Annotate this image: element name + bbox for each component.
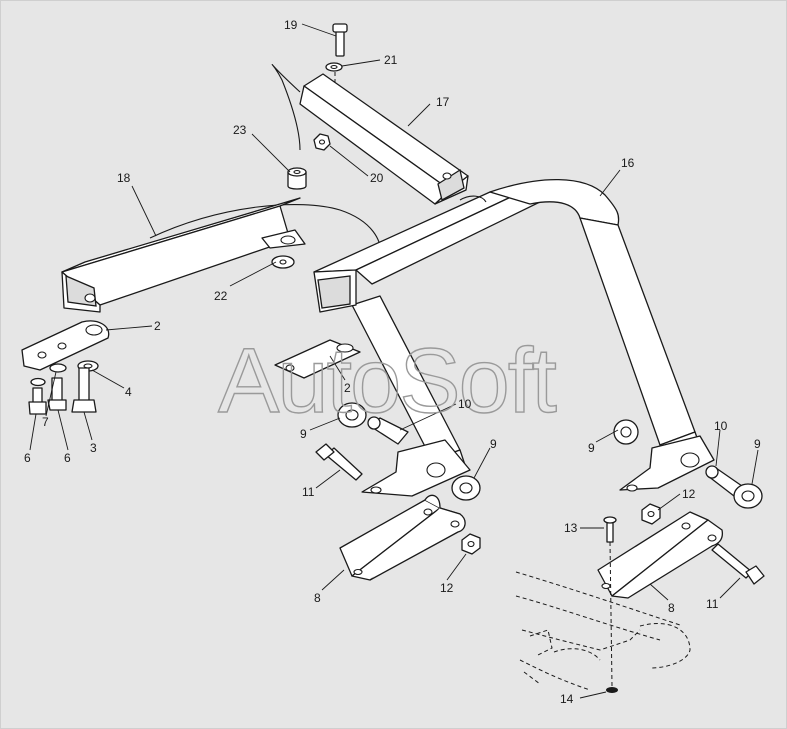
callout-22: 22 bbox=[214, 289, 228, 303]
callout-12-right: 12 bbox=[682, 487, 696, 501]
callout-20: 20 bbox=[370, 171, 384, 185]
callout-6-left: 6 bbox=[24, 451, 31, 465]
part-8-bracket-right bbox=[597, 511, 724, 599]
callout-9-upper-right: 9 bbox=[588, 441, 595, 455]
callout-18: 18 bbox=[117, 171, 131, 185]
part-23-bushing bbox=[287, 167, 307, 190]
part-10-sleeve-left bbox=[367, 416, 409, 445]
callout-19: 19 bbox=[284, 18, 298, 32]
callout-8-right: 8 bbox=[668, 601, 675, 615]
part-13-bolt bbox=[603, 516, 617, 687]
part-9-bushing-upper-right bbox=[613, 419, 639, 445]
part-17-upper-tube bbox=[271, 64, 469, 205]
callout-2-center: 2 bbox=[344, 381, 351, 395]
callout-10-left: 10 bbox=[458, 397, 472, 411]
callout-21: 21 bbox=[384, 53, 398, 67]
part-12-nut-left bbox=[461, 533, 481, 555]
callout-14: 14 bbox=[560, 692, 574, 706]
part-20-nut bbox=[313, 133, 331, 151]
part-9-bushing-lower-left bbox=[451, 475, 481, 501]
part-12-nut-right bbox=[641, 503, 661, 525]
part-8-bracket-left bbox=[339, 494, 466, 581]
callout-11-left: 11 bbox=[302, 485, 315, 499]
part-18-left-tube bbox=[61, 197, 382, 313]
callout-7: 7 bbox=[42, 415, 49, 429]
callout-11-right: 11 bbox=[706, 597, 719, 611]
callout-9-lower-left: 9 bbox=[490, 437, 497, 451]
callout-4: 4 bbox=[125, 385, 132, 399]
part-19-bolt bbox=[332, 23, 348, 57]
part-14-nut bbox=[606, 687, 618, 693]
watermark: AutoSoft bbox=[218, 330, 556, 432]
callout-23: 23 bbox=[233, 123, 247, 137]
callout-13: 13 bbox=[564, 521, 578, 535]
part-3-bolt bbox=[71, 367, 97, 413]
part-22-washer bbox=[271, 255, 295, 269]
part-11-bolt-left bbox=[315, 443, 363, 481]
callout-labels: 19 21 17 23 20 18 16 22 2 2 4 7 6 6 3 10… bbox=[24, 18, 761, 706]
callout-8-left: 8 bbox=[314, 591, 321, 605]
part-9-bushing-lower-right bbox=[733, 483, 763, 509]
tractor-body-outline bbox=[515, 571, 691, 691]
part-16-main-frame bbox=[274, 178, 715, 497]
part-9-bushing-upper-left bbox=[337, 402, 367, 428]
part-21-washer bbox=[325, 62, 343, 86]
callout-9-upper-left: 9 bbox=[300, 427, 307, 441]
callout-16: 16 bbox=[621, 156, 635, 170]
callout-9-lower-right: 9 bbox=[754, 437, 761, 451]
callout-10-right: 10 bbox=[714, 419, 728, 433]
callout-12-left: 12 bbox=[440, 581, 454, 595]
leader-lines bbox=[29, 23, 759, 699]
part-10-sleeve-right bbox=[705, 465, 743, 497]
part-2-plate-left bbox=[21, 320, 110, 371]
callout-6-right: 6 bbox=[64, 451, 71, 465]
callout-17: 17 bbox=[436, 95, 450, 109]
callout-2-left: 2 bbox=[154, 319, 161, 333]
part-6-bolts bbox=[28, 377, 67, 415]
callout-3: 3 bbox=[90, 441, 97, 455]
part-7-washer bbox=[30, 363, 67, 387]
part-11-bolt-right bbox=[711, 543, 765, 585]
